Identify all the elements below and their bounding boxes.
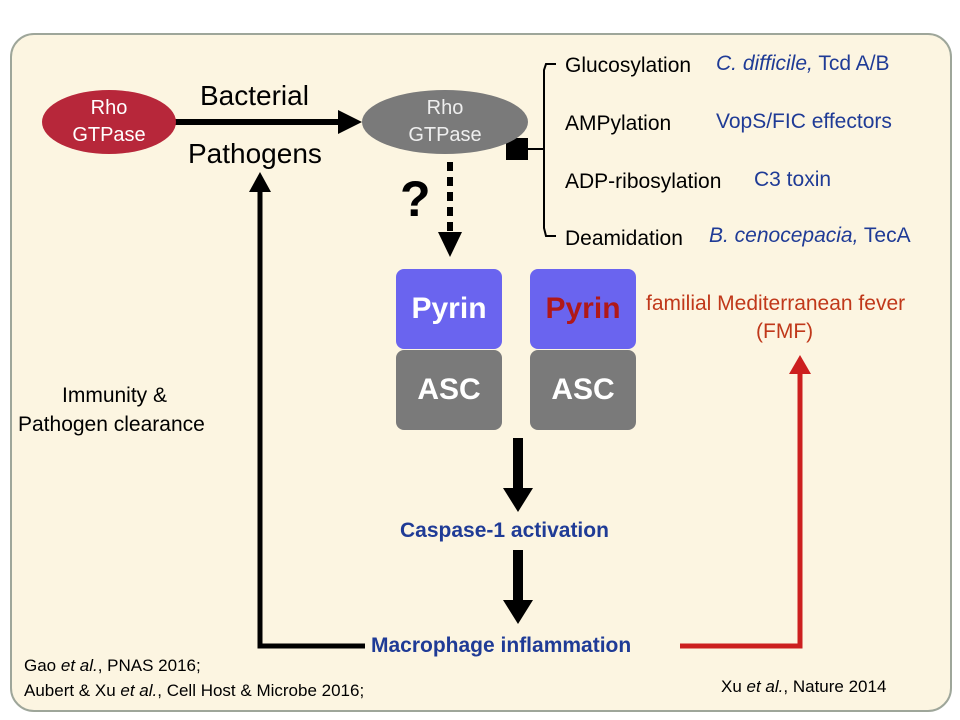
fmf-arrow bbox=[680, 355, 811, 649]
mod-type-ampylation: AMPylation bbox=[565, 112, 672, 135]
ref-authors: Aubert & Xu bbox=[24, 681, 121, 700]
mod-effector: Tcd A/B bbox=[818, 52, 890, 75]
mod-effector-glucosylation: C. difficile, Tcd A/B bbox=[716, 52, 890, 76]
immunity-label-line2: Pathogen clearance bbox=[18, 413, 205, 436]
macrophage-inflammation-label: Macrophage inflammation bbox=[371, 634, 632, 657]
caspase-to-macrophage-arrow bbox=[503, 550, 533, 624]
rho-right-line1: Rho bbox=[426, 97, 464, 119]
ref-etal: et al. bbox=[120, 681, 158, 700]
mod-organism: C. difficile, bbox=[716, 52, 813, 75]
pathogen-arrow bbox=[150, 110, 362, 134]
fmf-label-line2: (FMF) bbox=[756, 320, 814, 343]
immunity-label-line1: Immunity & bbox=[62, 384, 168, 407]
mod-type-glucosylation: Glucosylation bbox=[565, 54, 692, 77]
rho-gtpase-modified: Rho GTPase bbox=[362, 90, 528, 154]
caspase-activation-label: Caspase-1 activation bbox=[400, 519, 609, 542]
ref-etal: et al. bbox=[60, 656, 98, 675]
ref-journal: , Nature 2014 bbox=[783, 677, 887, 696]
rho-left-line2: GTPase bbox=[72, 124, 146, 146]
asc-to-caspase-arrow bbox=[503, 438, 533, 512]
asc-box-normal: ASC bbox=[396, 350, 502, 430]
mod-type-deamidation: Deamidation bbox=[565, 227, 683, 250]
rho-left-line1: Rho bbox=[90, 97, 128, 119]
reference-gao: Gao et al., PNAS 2016; bbox=[24, 656, 201, 676]
rho-gtpase-active: Rho GTPase bbox=[42, 90, 176, 154]
feedback-arrow bbox=[249, 172, 365, 649]
modification-bracket bbox=[506, 63, 556, 237]
reference-xu: Xu et al., Nature 2014 bbox=[721, 677, 886, 697]
ref-etal: et al. bbox=[746, 677, 784, 696]
unknown-link-arrow bbox=[438, 162, 462, 257]
ref-journal: , PNAS 2016; bbox=[97, 656, 201, 675]
mod-type-adp-ribosylation: ADP-ribosylation bbox=[565, 170, 722, 193]
rho-right-line2: GTPase bbox=[408, 124, 482, 146]
mod-effector-ampylation: VopS/FIC effectors bbox=[716, 110, 892, 133]
reference-aubert: Aubert & Xu et al., Cell Host & Microbe … bbox=[24, 681, 364, 701]
ref-authors: Gao bbox=[24, 656, 61, 675]
mod-effector-deamidation: B. cenocepacia, TecA bbox=[709, 224, 911, 248]
arrow-label-pathogens: Pathogens bbox=[188, 138, 322, 169]
question-mark: ? bbox=[400, 171, 431, 227]
mod-effector-adp-ribosylation: C3 toxin bbox=[754, 168, 832, 191]
asc-box-fmf: ASC bbox=[530, 350, 636, 430]
pyrin-box-fmf: Pyrin bbox=[530, 269, 636, 349]
arrow-label-bacterial: Bacterial bbox=[200, 80, 309, 111]
ref-authors: Xu bbox=[721, 677, 747, 696]
mod-effector: TecA bbox=[863, 224, 911, 247]
mod-organism: B. cenocepacia, bbox=[709, 224, 859, 247]
pyrin-box-normal: Pyrin bbox=[396, 269, 502, 349]
ref-journal: , Cell Host & Microbe 2016; bbox=[157, 681, 365, 700]
fmf-label-line1: familial Mediterranean fever bbox=[646, 292, 906, 315]
